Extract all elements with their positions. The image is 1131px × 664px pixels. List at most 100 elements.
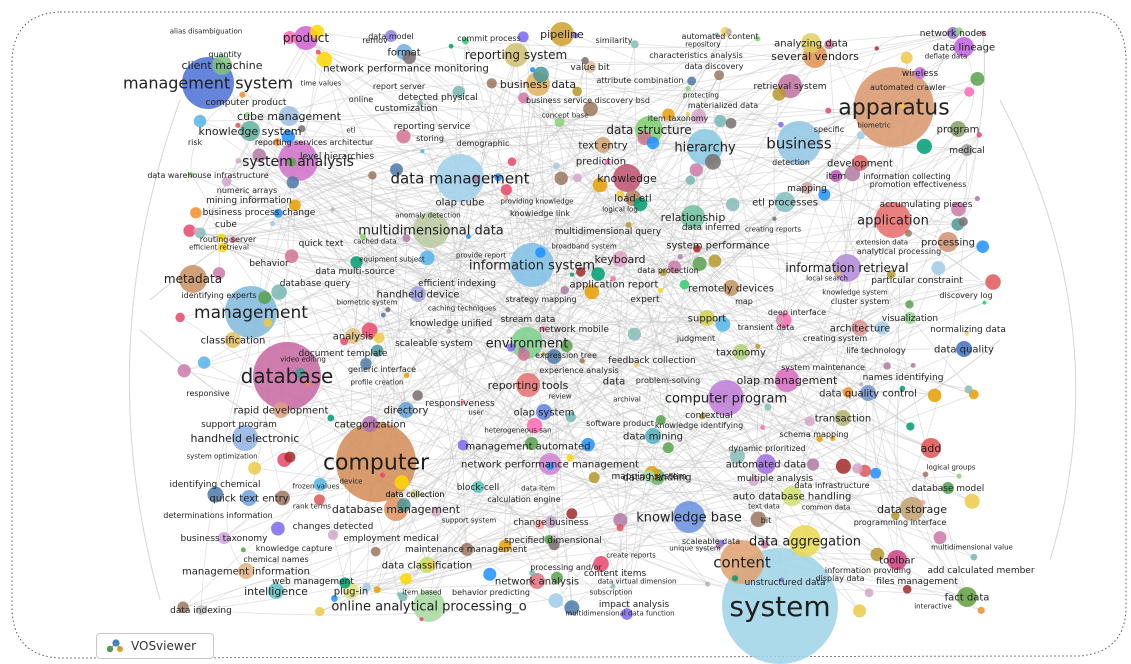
term-node[interactable] — [540, 326, 546, 332]
term-node[interactable] — [566, 508, 578, 520]
term-node[interactable] — [217, 233, 226, 242]
term-node[interactable] — [616, 524, 624, 532]
term-label[interactable]: quick text entry — [209, 494, 288, 505]
term-label[interactable]: interactive — [914, 602, 952, 610]
term-label[interactable]: strategy mapping — [505, 295, 576, 304]
term-node[interactable] — [581, 57, 589, 65]
term-node[interactable] — [904, 229, 912, 237]
term-node[interactable] — [498, 539, 512, 553]
term-node[interactable] — [239, 91, 246, 98]
term-node[interactable] — [298, 125, 306, 133]
term-node[interactable] — [662, 108, 675, 121]
term-label[interactable]: risk — [188, 138, 203, 147]
term-node[interactable] — [483, 567, 497, 581]
term-node[interactable] — [854, 67, 934, 147]
term-node[interactable] — [777, 316, 784, 324]
term-node[interactable] — [689, 163, 703, 177]
term-node[interactable] — [361, 322, 378, 339]
term-label[interactable]: map — [735, 297, 753, 306]
term-label[interactable]: analyzing data — [774, 39, 848, 50]
term-node[interactable] — [842, 387, 854, 398]
term-node[interactable] — [714, 70, 725, 81]
term-node[interactable] — [413, 212, 449, 248]
term-node[interactable] — [183, 224, 196, 237]
term-node[interactable] — [825, 107, 832, 114]
term-node[interactable] — [595, 137, 611, 153]
term-node[interactable] — [284, 249, 299, 263]
term-node[interactable] — [748, 476, 759, 487]
term-label[interactable]: logical groups — [927, 463, 976, 471]
term-label[interactable]: mapping — [787, 184, 827, 194]
term-node[interactable] — [551, 571, 563, 584]
term-label[interactable]: programming interface — [854, 518, 947, 527]
term-node[interactable] — [593, 556, 609, 572]
term-node[interactable] — [662, 442, 674, 454]
term-label[interactable]: multiple analysis — [737, 474, 813, 484]
term-label[interactable]: create reports — [606, 551, 656, 559]
term-label[interactable]: network analysis — [495, 577, 579, 588]
term-node[interactable] — [553, 162, 560, 170]
term-node[interactable] — [431, 507, 441, 517]
term-node[interactable] — [541, 352, 546, 357]
term-node[interactable] — [238, 563, 254, 579]
term-node[interactable] — [976, 240, 990, 253]
term-node[interactable] — [673, 501, 705, 533]
term-node[interactable] — [188, 172, 194, 178]
term-label[interactable]: add — [921, 442, 942, 455]
term-node[interactable] — [190, 207, 202, 219]
term-label[interactable]: chemical names — [243, 555, 308, 564]
term-label[interactable]: biometric — [857, 121, 890, 129]
term-label[interactable]: management automated — [466, 442, 591, 453]
term-label[interactable]: analysis — [333, 332, 374, 343]
term-label[interactable]: contextual — [685, 411, 733, 421]
term-label[interactable]: time values — [301, 79, 342, 87]
term-label[interactable]: data lineage — [933, 43, 995, 54]
term-node[interactable] — [544, 535, 554, 545]
term-label[interactable]: application — [857, 214, 929, 229]
term-label[interactable]: management system — [123, 74, 293, 93]
term-label[interactable]: rapid development — [234, 406, 329, 417]
term-node[interactable] — [258, 290, 272, 305]
term-label[interactable]: format — [387, 48, 420, 59]
term-node[interactable] — [412, 390, 423, 401]
term-label[interactable]: multidimensional data — [358, 224, 504, 239]
term-node[interactable] — [806, 458, 820, 471]
term-label[interactable]: video editing — [280, 355, 326, 363]
term-label[interactable]: report server — [373, 82, 426, 91]
term-label[interactable]: data protection — [637, 266, 698, 275]
term-node[interactable] — [560, 339, 573, 353]
term-label[interactable]: equipment subject — [359, 255, 425, 263]
term-node[interactable] — [933, 531, 947, 545]
term-label[interactable]: data infrastructure — [794, 481, 869, 490]
term-node[interactable] — [916, 138, 932, 154]
term-label[interactable]: change business — [513, 518, 589, 528]
term-node[interactable] — [218, 532, 230, 544]
term-node[interactable] — [775, 192, 795, 212]
term-label[interactable]: level hierarchies — [300, 152, 374, 162]
term-label[interactable]: characteristics analysis — [649, 51, 743, 60]
term-node[interactable] — [756, 454, 776, 474]
term-node[interactable] — [633, 361, 640, 368]
term-node[interactable] — [899, 103, 905, 109]
term-node[interactable] — [529, 67, 536, 73]
term-label[interactable]: block-cell — [457, 483, 500, 493]
term-node[interactable] — [956, 341, 972, 357]
term-node[interactable] — [708, 380, 744, 416]
term-node[interactable] — [621, 608, 633, 620]
term-label[interactable]: schema mapping — [779, 430, 848, 439]
term-node[interactable] — [870, 467, 882, 479]
term-label[interactable]: repository — [685, 40, 720, 48]
term-label[interactable]: plug-in — [334, 587, 369, 598]
term-node[interactable] — [396, 129, 411, 144]
term-node[interactable] — [330, 207, 335, 212]
term-label[interactable]: archival — [613, 395, 641, 403]
term-node[interactable] — [951, 201, 966, 217]
term-node[interactable] — [659, 268, 668, 277]
term-label[interactable]: changes detected — [293, 522, 374, 532]
term-label[interactable]: protecting — [683, 91, 719, 99]
term-node[interactable] — [396, 592, 401, 597]
term-node[interactable] — [588, 472, 600, 484]
term-label[interactable]: profile creation — [351, 378, 404, 386]
term-label[interactable]: load etl — [614, 194, 651, 205]
